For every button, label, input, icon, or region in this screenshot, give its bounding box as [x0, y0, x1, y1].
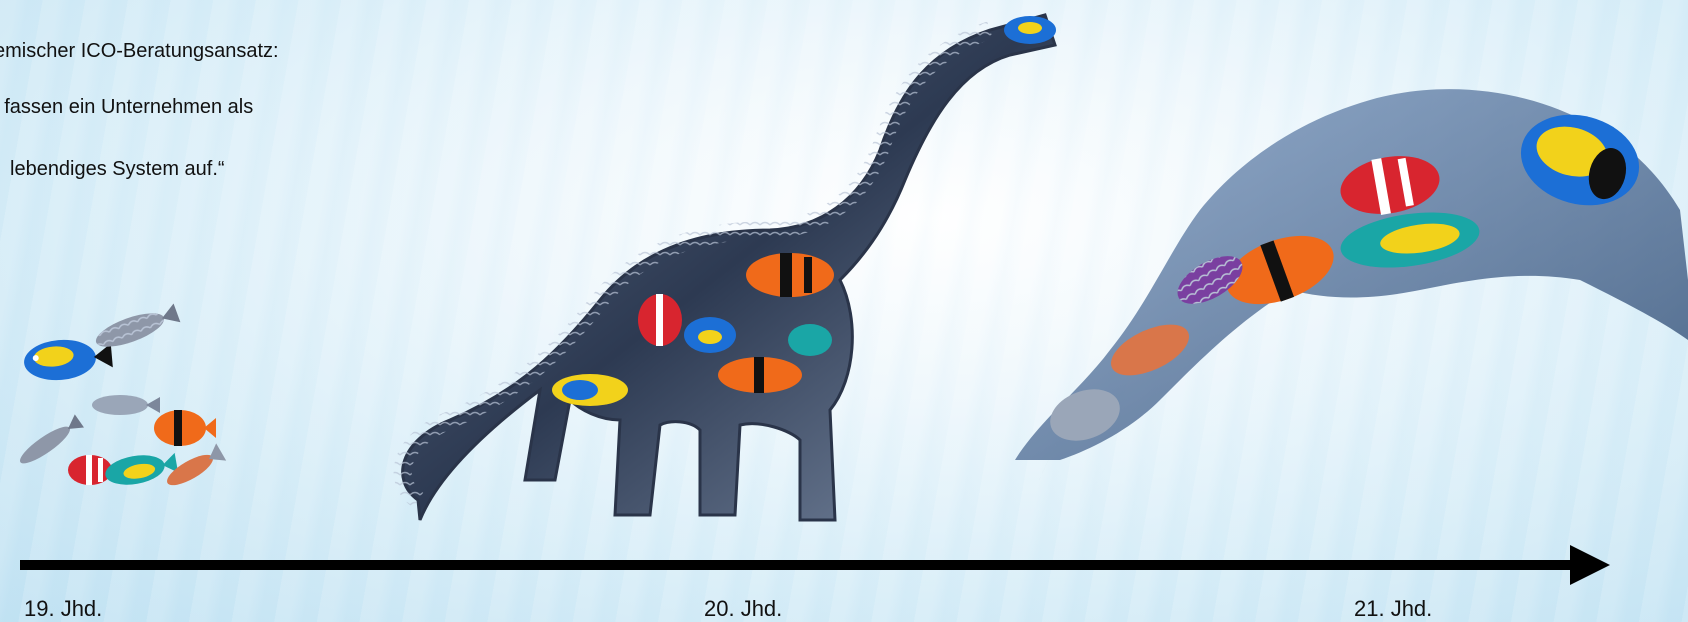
timeline-label-19th: 19. Jhd. — [24, 596, 102, 622]
fish-icon — [154, 410, 216, 446]
fish-icon — [684, 317, 736, 353]
fish-icon — [552, 374, 628, 406]
fish-icon — [746, 253, 834, 297]
fish-icon — [1004, 16, 1056, 44]
fish-icon — [718, 357, 802, 393]
fish-school-19th-century — [16, 302, 226, 492]
fish-icon — [103, 449, 179, 489]
fish-icon — [92, 302, 181, 354]
timeline-label-21st: 21. Jhd. — [1354, 596, 1432, 622]
fish-icon — [68, 455, 112, 485]
whale-illustration — [1011, 89, 1688, 486]
fish-icon — [788, 324, 832, 356]
fish-icon — [92, 395, 160, 415]
timeline-label-20th: 20. Jhd. — [704, 596, 782, 622]
fish-icon — [638, 294, 682, 346]
timeline-arrow — [20, 545, 1610, 585]
dinosaur-illustration — [403, 15, 1056, 520]
